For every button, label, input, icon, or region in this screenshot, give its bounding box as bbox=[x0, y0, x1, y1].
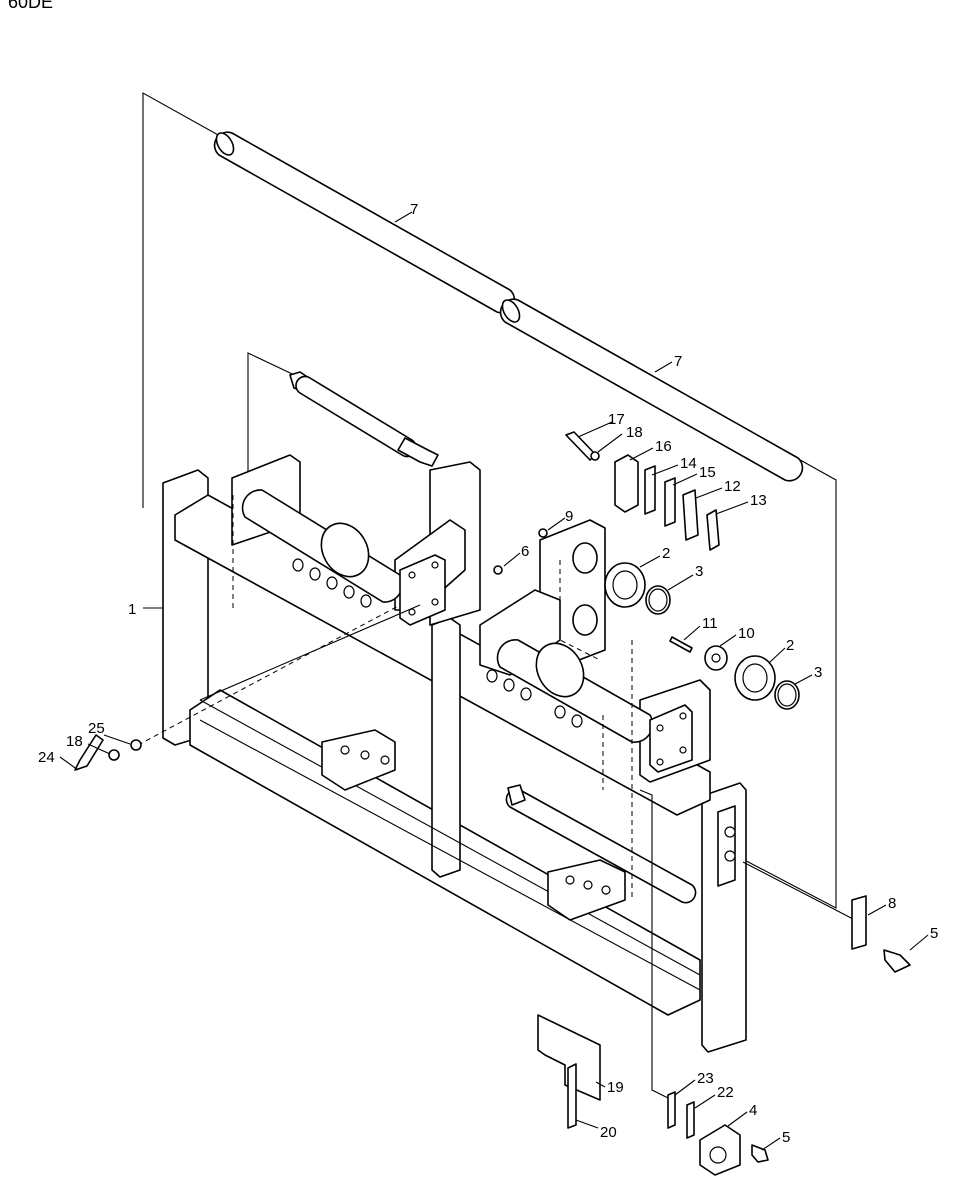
callout-1: 1 bbox=[128, 601, 136, 618]
callout-3b: 3 bbox=[814, 664, 822, 681]
plate-20 bbox=[567, 1063, 577, 1129]
leader-lower-bracket bbox=[639, 789, 669, 1099]
callout-9: 9 bbox=[565, 508, 573, 525]
reference-outline-back bbox=[142, 92, 837, 909]
callout-18b: 18 bbox=[66, 733, 83, 750]
leader-right-bolt bbox=[742, 861, 856, 921]
roller-bearing-upper bbox=[604, 562, 646, 608]
callout-4: 4 bbox=[749, 1102, 757, 1119]
nut-6 bbox=[493, 565, 503, 575]
mounting-plate-right bbox=[649, 704, 693, 773]
callout-19: 19 bbox=[607, 1079, 624, 1096]
callout-labels: 1 2 2 3 3 4 5 5 6 7 7 8 9 10 11 12 13 14… bbox=[38, 201, 938, 1146]
fork-block-left bbox=[321, 729, 396, 791]
slider-12 bbox=[682, 489, 699, 541]
rod-upper-right bbox=[499, 298, 804, 482]
slider-13 bbox=[706, 509, 720, 551]
callout-24: 24 bbox=[38, 749, 55, 766]
bolt-5-right bbox=[883, 949, 911, 973]
mounting-plate-left bbox=[399, 554, 446, 626]
snap-ring-upper bbox=[645, 585, 671, 615]
bolt-24 bbox=[74, 734, 104, 771]
hidden-line-4 bbox=[137, 604, 401, 746]
callout-22: 22 bbox=[717, 1084, 734, 1101]
callout-11: 11 bbox=[702, 615, 718, 632]
callout-3a: 3 bbox=[695, 563, 703, 580]
callout-23: 23 bbox=[697, 1070, 714, 1087]
rod-upper-left bbox=[213, 131, 516, 314]
washer-18-left bbox=[108, 749, 120, 761]
shim-15 bbox=[664, 477, 676, 527]
callout-12: 12 bbox=[724, 478, 741, 495]
clip-23 bbox=[667, 1091, 676, 1129]
callout-5a: 5 bbox=[930, 925, 938, 942]
shim-14 bbox=[644, 465, 656, 515]
washer-25 bbox=[130, 739, 142, 751]
callout-2b: 2 bbox=[786, 637, 794, 654]
snap-ring-lower bbox=[774, 680, 800, 710]
beam-holes bbox=[292, 558, 583, 728]
plate-8 bbox=[851, 895, 867, 950]
callout-8: 8 bbox=[888, 895, 896, 912]
callout-2a: 2 bbox=[662, 545, 670, 562]
fork-block-right bbox=[547, 859, 626, 921]
callout-5b: 5 bbox=[782, 1129, 790, 1146]
roller-bearing-lower bbox=[734, 655, 776, 701]
carriage-frame bbox=[162, 469, 747, 1053]
callout-16: 16 bbox=[655, 438, 672, 455]
washer-18-top bbox=[590, 451, 600, 461]
hidden-line-3 bbox=[559, 560, 601, 661]
callout-25: 25 bbox=[88, 720, 105, 737]
roller-bracket-4 bbox=[699, 1124, 741, 1176]
callout-7b: 7 bbox=[674, 353, 682, 370]
block-16 bbox=[614, 454, 639, 513]
callout-13: 13 bbox=[750, 492, 767, 509]
callout-15: 15 bbox=[699, 464, 716, 481]
guard-19 bbox=[537, 1014, 601, 1101]
callout-14: 14 bbox=[680, 455, 697, 472]
callout-20: 20 bbox=[600, 1124, 617, 1141]
nut-9 bbox=[538, 528, 548, 538]
callout-6: 6 bbox=[521, 543, 529, 560]
clip-22 bbox=[686, 1101, 695, 1139]
collar bbox=[704, 645, 728, 671]
upright-slot bbox=[717, 805, 736, 887]
hydraulic-cylinder-lower bbox=[505, 784, 697, 904]
hydraulic-cylinder-upper bbox=[289, 371, 439, 467]
roller-hub-upper bbox=[572, 542, 598, 636]
callout-leaders bbox=[59, 211, 929, 1151]
pin bbox=[669, 636, 693, 653]
callout-10: 10 bbox=[738, 625, 755, 642]
leader-pin-left bbox=[199, 604, 421, 701]
callout-17: 17 bbox=[608, 411, 625, 428]
model-label: 60DE bbox=[8, 0, 53, 12]
callout-18a: 18 bbox=[626, 424, 643, 441]
callout-7a: 7 bbox=[410, 201, 418, 218]
